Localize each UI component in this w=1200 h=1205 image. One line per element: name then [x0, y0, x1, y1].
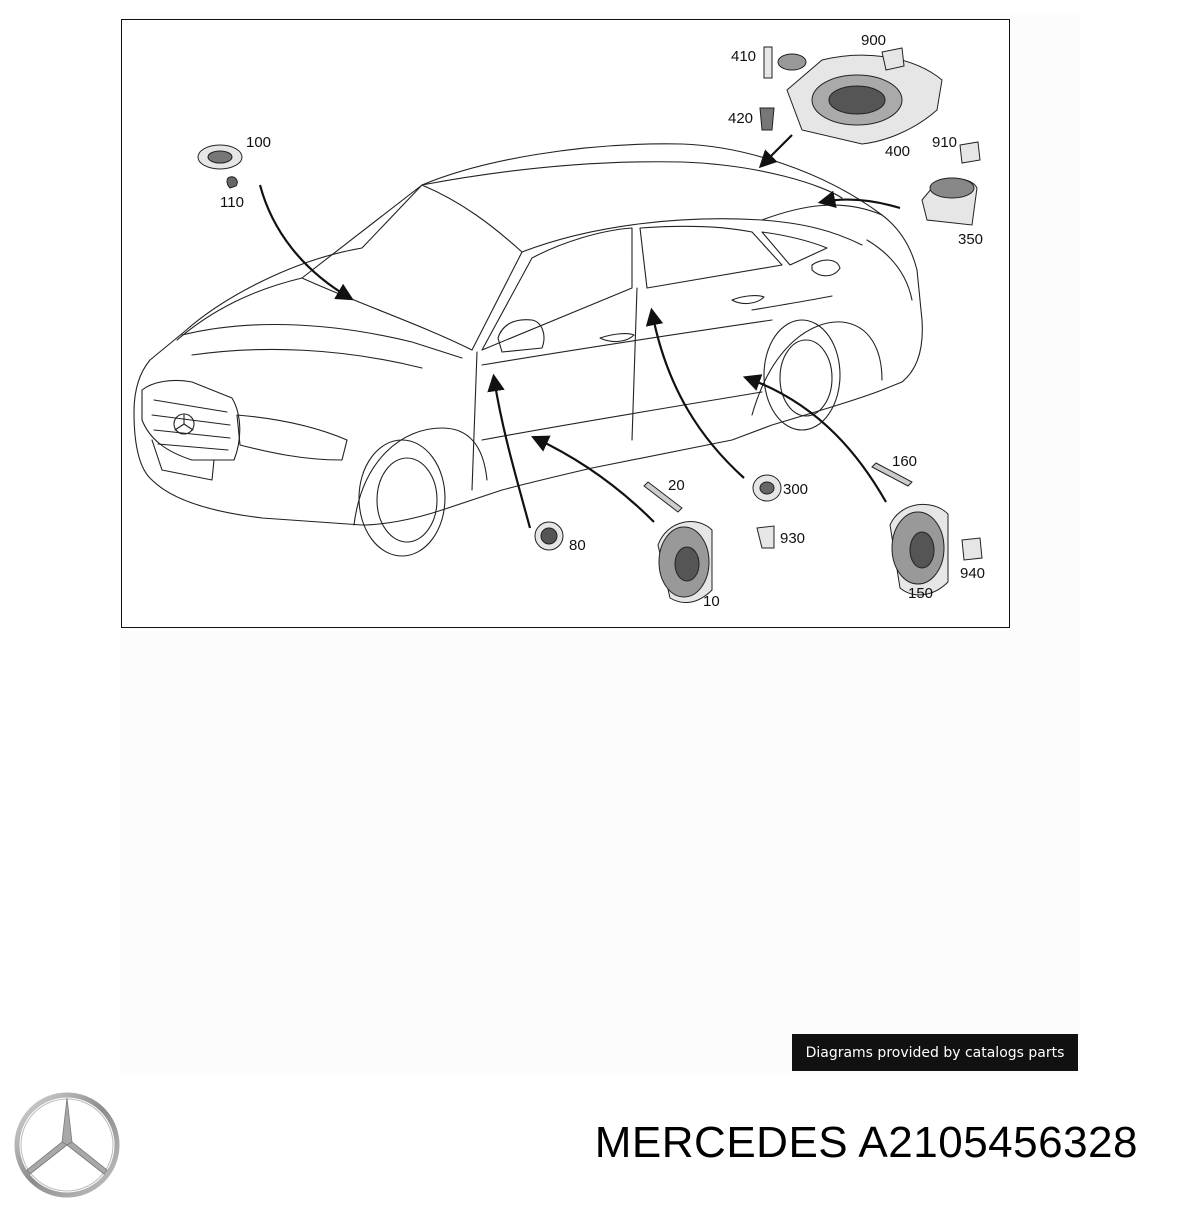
callout-label: 150: [908, 585, 934, 602]
callout-label: 20: [668, 477, 685, 494]
callout-label: 910: [932, 134, 958, 151]
callout-label: 100: [246, 134, 272, 151]
callout-label: 10: [703, 593, 720, 610]
callout-label: 350: [958, 231, 984, 248]
callout-label: 300: [783, 481, 809, 498]
callout-label: 80: [569, 537, 586, 554]
part-title: MERCEDES A2105456328: [594, 1118, 1138, 1167]
callout-label: 420: [728, 110, 754, 127]
callout-label: 930: [780, 530, 806, 547]
callout-label: 410: [731, 48, 757, 65]
callout-label: 900: [861, 32, 887, 49]
callout-label: 160: [892, 453, 918, 470]
diagram-credit-banner: Diagrams provided by catalogs parts: [792, 1034, 1078, 1071]
parts-diagram: 410 900 420 400 910 350 100 110 20 300 1…: [121, 19, 1010, 628]
callout-label: 400: [885, 143, 911, 160]
mercedes-star-icon: [12, 1090, 122, 1205]
callout-label: 110: [220, 194, 244, 211]
callout-label: 940: [960, 565, 986, 582]
car-line-drawing: [133, 46, 983, 603]
